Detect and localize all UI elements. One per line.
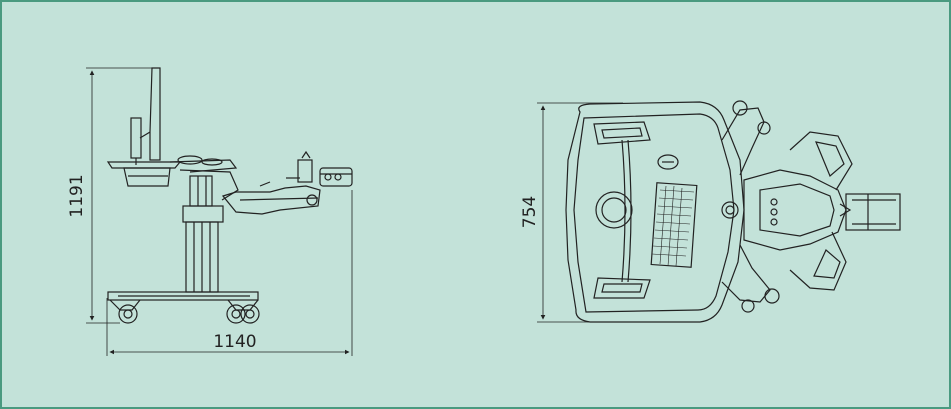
depth-dimension-label: 754 bbox=[520, 196, 540, 228]
side-view bbox=[86, 67, 353, 356]
desk-side bbox=[106, 155, 239, 201]
keyboard-top bbox=[650, 182, 698, 268]
depth-dimension bbox=[537, 102, 623, 323]
arm-side bbox=[221, 150, 353, 215]
width-dimension bbox=[106, 190, 353, 356]
top-view bbox=[537, 100, 901, 323]
console-top bbox=[565, 101, 745, 323]
height-dimension bbox=[86, 67, 152, 324]
arm-top bbox=[721, 100, 901, 313]
base-side bbox=[107, 291, 260, 324]
height-dimension-label: 1191 bbox=[67, 174, 87, 217]
width-dimension-label: 1140 bbox=[213, 332, 256, 352]
monitor-side bbox=[130, 67, 161, 165]
column-side bbox=[182, 175, 224, 293]
